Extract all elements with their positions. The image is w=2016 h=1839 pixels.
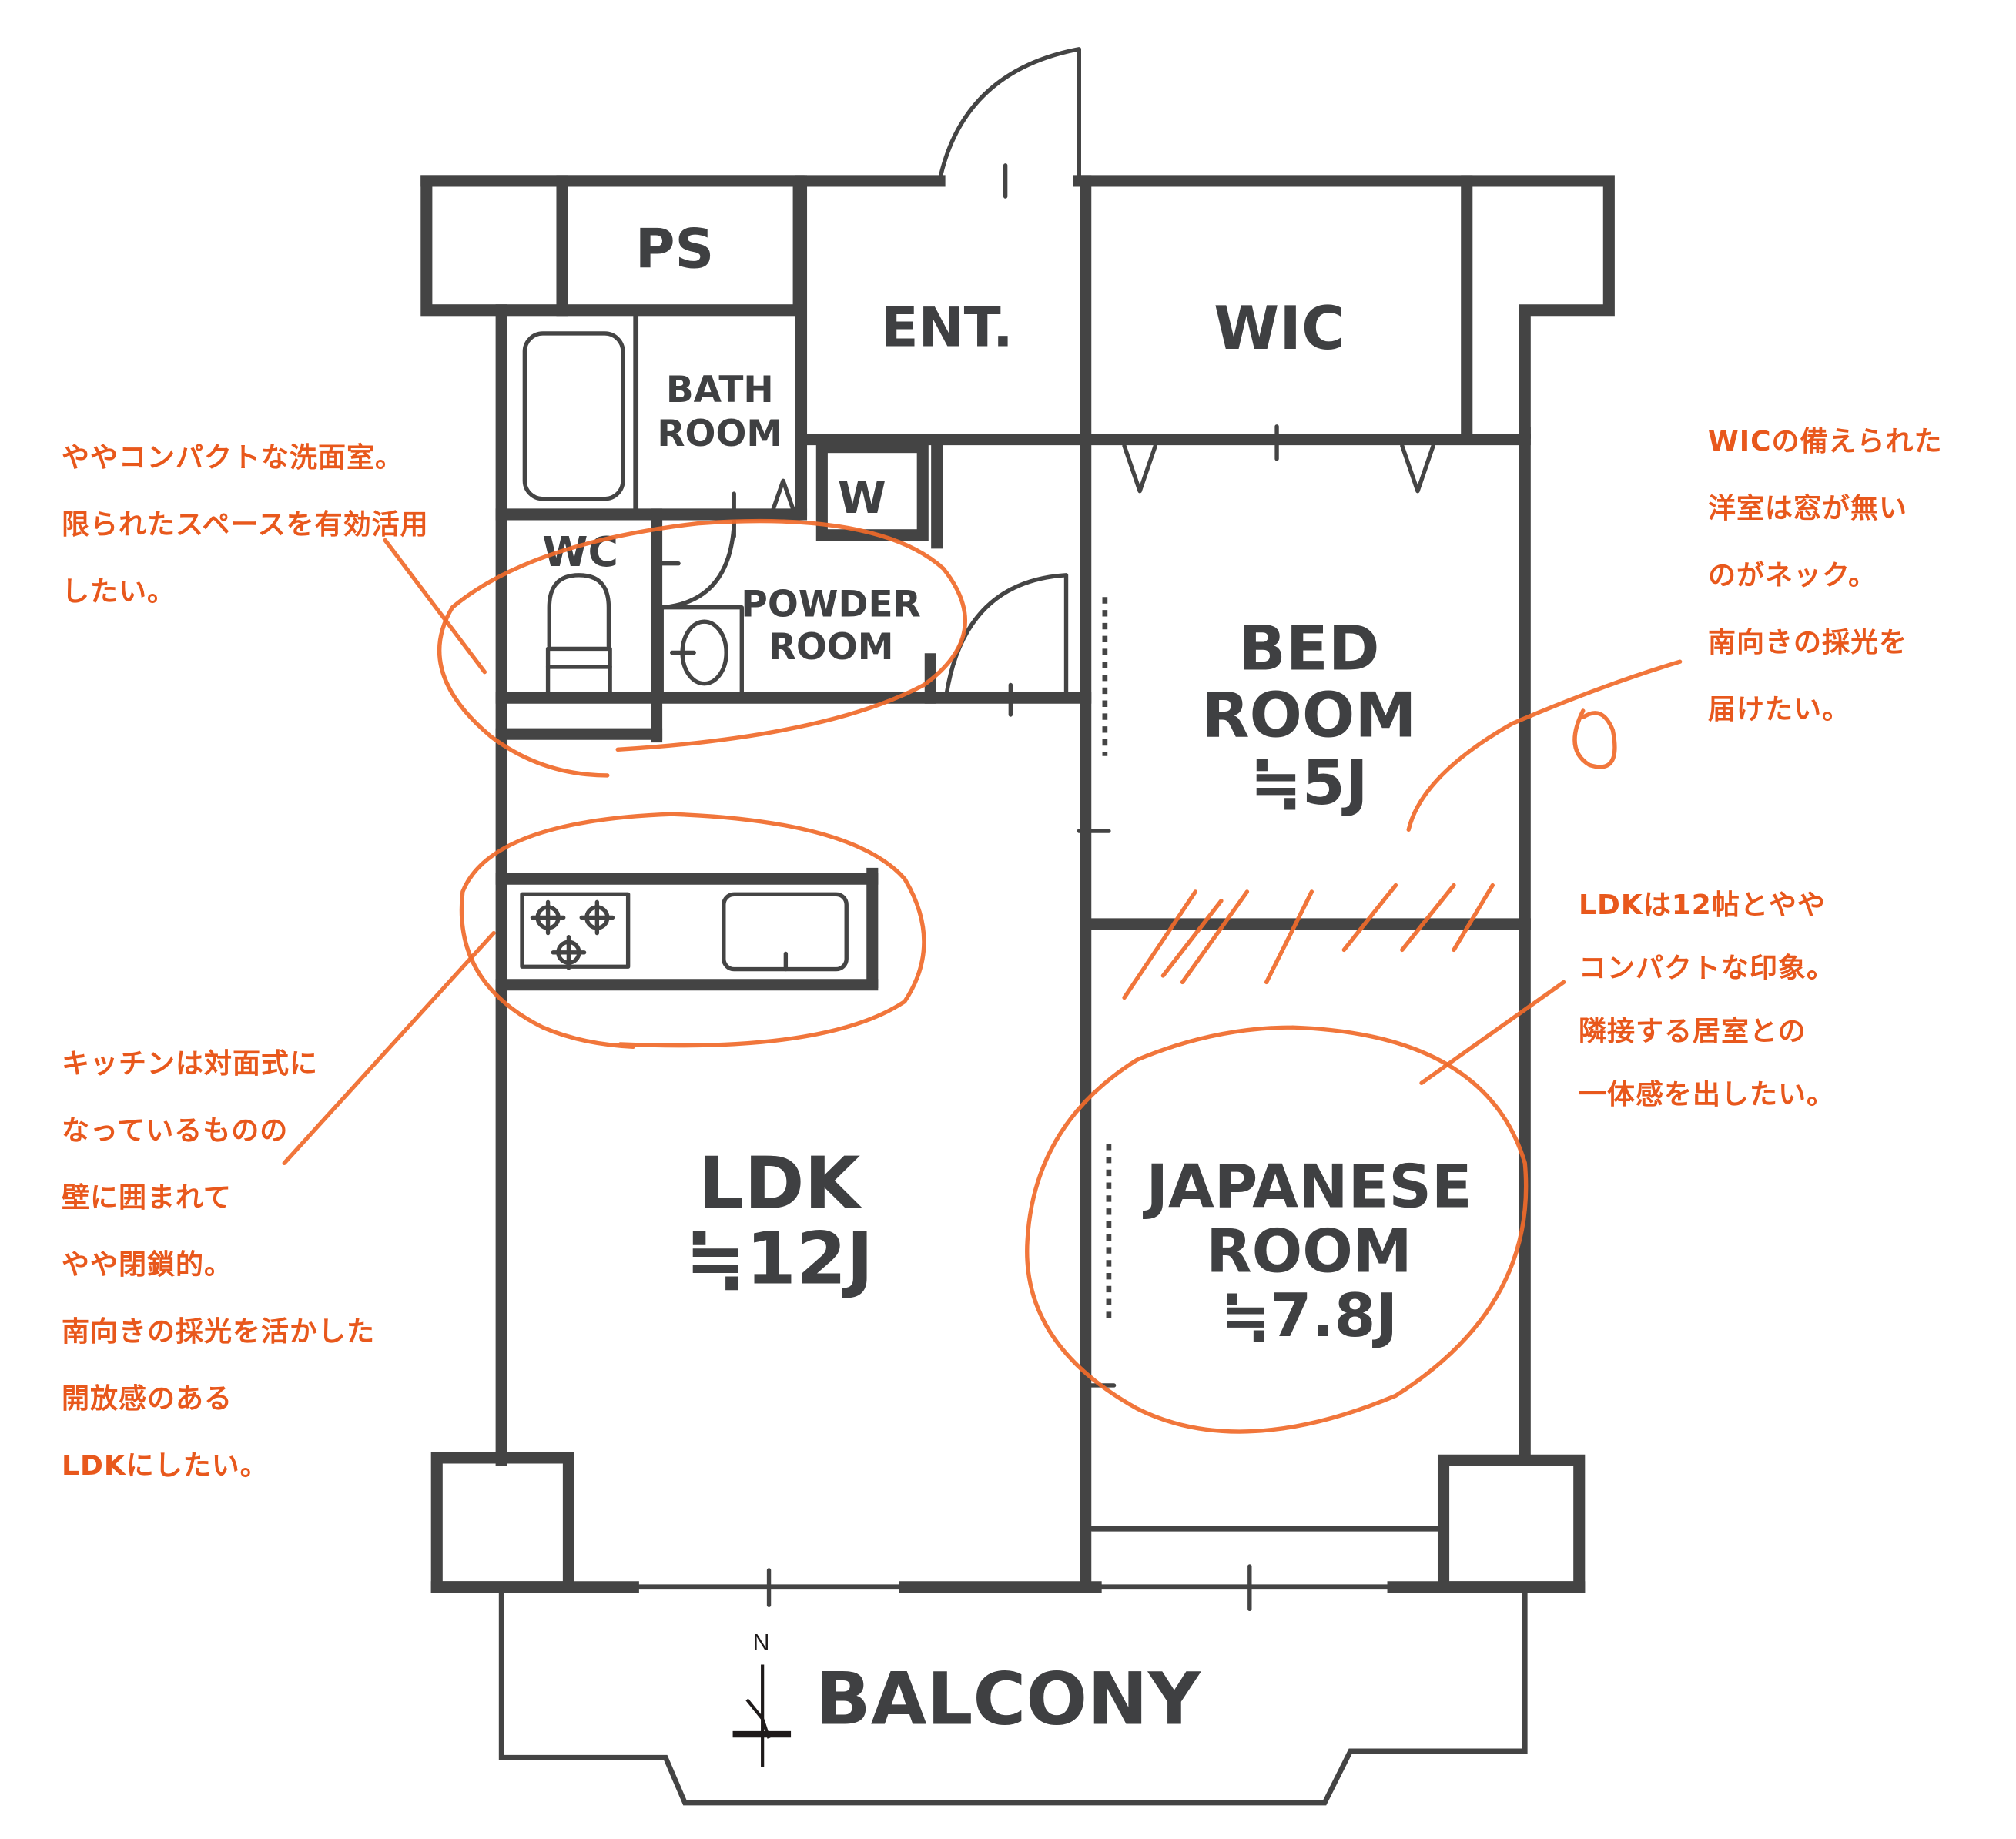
room-label-powder-2: ROOM: [769, 626, 894, 668]
annotation-marks: [282, 518, 1683, 1434]
bottom-walls: [430, 1452, 1586, 1611]
note-line: 一体感を出したい。: [1579, 1079, 1836, 1110]
note-bedroom: WICの備えられた 洋室は窓が無い のがネック。 南向きの採光を 届けたい。: [1708, 408, 1943, 743]
note-kitchen: キッチンは対面式に なっているものの 壁に囲まれて やや閉鎖的。 南向きの採光を…: [62, 1030, 375, 1499]
powder-room-leader: [383, 538, 487, 675]
note-line: WICの備えられた: [1708, 426, 1943, 457]
note-line: やや閉鎖的。: [62, 1249, 233, 1281]
room-label-ldk: LDK: [698, 1142, 863, 1226]
stove-burners-icon: [530, 899, 615, 970]
window-hatch-marks: [1122, 883, 1495, 1000]
room-label-bathroom-1: BATH: [666, 369, 774, 411]
room-label-bedroom-2: ROOM: [1201, 679, 1416, 752]
room-label-japanese-area: ≒7.8J: [1221, 1281, 1398, 1351]
room-label-japanese-1: JAPANESE: [1142, 1152, 1472, 1221]
wic-doors: [1122, 424, 1435, 494]
bathroom-door: [770, 478, 796, 513]
room-label-wic: WIC: [1214, 294, 1345, 363]
note-line: したい。: [62, 576, 176, 608]
room-label-bedroom-area: ≒5J: [1250, 746, 1368, 819]
bathtub: [522, 331, 625, 501]
north-compass-icon: N: [732, 1630, 792, 1767]
wet-area-walls: [495, 304, 1092, 1466]
wash-basin-icon: [659, 605, 744, 698]
kitchen-leader: [282, 930, 496, 1166]
top-walls: [420, 175, 1615, 1593]
note-line: 壁に囲まれて: [62, 1182, 232, 1214]
note-powder-room: ややコンパクトな洗面室。 限られたスペースを有効活用 したい。: [62, 424, 429, 625]
note-line: 限られたスペースを有効活用: [62, 509, 429, 541]
room-label-bathroom-2: ROOM: [657, 413, 782, 455]
room-label-powder-1: POWDER: [741, 583, 920, 625]
kitchen-counter: [495, 867, 879, 991]
note-line: のがネック。: [1708, 560, 1877, 591]
room-label-balcony: BALCONY: [815, 1658, 1201, 1742]
balcony-outline: [498, 1586, 1528, 1806]
ldk-leader: [1419, 980, 1566, 1085]
room-label-washer: W: [838, 473, 886, 524]
note-line: ややコンパクトな洗面室。: [62, 442, 404, 474]
room-label-bedroom-1: BED: [1238, 611, 1379, 684]
bedroom-leader: [1406, 659, 1683, 832]
room-label-japanese-2: ROOM: [1206, 1217, 1412, 1286]
note-line: 洋室は窓が無い: [1708, 493, 1908, 524]
note-line: 届けたい。: [1708, 694, 1851, 725]
note-line: 隣接する居室との: [1579, 1016, 1807, 1047]
note-line: なっているものの: [62, 1115, 289, 1147]
bedroom-walls: [1077, 427, 1531, 1532]
japanese-room-circle: [1025, 1025, 1529, 1434]
note-line: 南向きの採光を活かした: [62, 1316, 376, 1348]
powder-room-circle: [437, 518, 967, 778]
room-label-ps: PS: [635, 217, 714, 280]
note-line: キッチンは対面式に: [62, 1048, 319, 1080]
toilet-icon: [545, 573, 612, 698]
room-label-ldk-area: ≒12J: [685, 1217, 873, 1301]
note-line: コンパクトな印象。: [1579, 953, 1836, 984]
kitchen-circle: [459, 812, 926, 1049]
compass-label: N: [753, 1630, 770, 1656]
note-line: LDKは12帖とやや: [1579, 889, 1826, 921]
note-line: 南向きの採光を: [1708, 627, 1908, 658]
wc-door: [661, 521, 736, 610]
hall-door: [943, 573, 1069, 700]
room-label-entrance: ENT.: [882, 296, 1013, 360]
note-ldk: LDKは12帖とやや コンパクトな印象。 隣接する居室との 一体感を出したい。: [1579, 874, 1835, 1127]
note-line: LDKにしたい。: [62, 1450, 269, 1482]
entrance-door: [937, 47, 1081, 199]
note-line: 開放感のある: [62, 1383, 233, 1415]
